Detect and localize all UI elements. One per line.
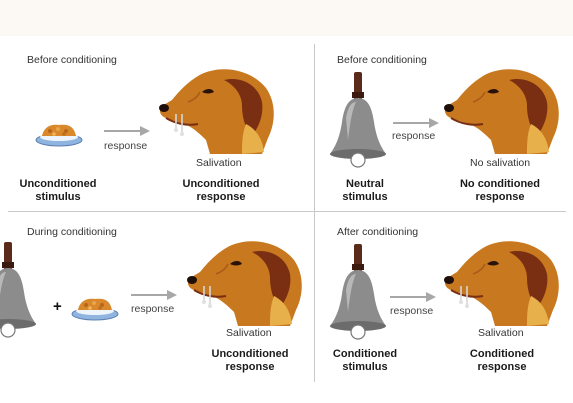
result-caption: Salivation: [226, 327, 272, 339]
stimulus-label-line-2: stimulus: [295, 191, 435, 204]
response-label-line-2: response: [430, 191, 570, 204]
result-caption: No salivation: [470, 157, 530, 169]
drool-icon: [198, 286, 218, 310]
plus-sign: +: [53, 298, 62, 315]
panel-title: During conditioning: [27, 226, 117, 238]
response-label-line-2: response: [432, 361, 572, 374]
bell-icon: [328, 70, 388, 170]
bell-icon: [328, 242, 388, 342]
response-label-line-1: No conditioned: [430, 178, 570, 191]
stimulus-label-line-2: stimulus: [295, 361, 435, 374]
arrow-label: response: [390, 305, 433, 317]
arrow-label: response: [392, 130, 435, 142]
response-label-line-1: Unconditioned: [151, 178, 291, 191]
panel-title: Before conditioning: [27, 54, 117, 66]
response-label: Unconditioned response: [151, 178, 291, 204]
horizontal-divider: [8, 211, 566, 212]
stimulus-label: Conditioned stimulus: [295, 348, 435, 374]
response-label-line-2: response: [151, 191, 291, 204]
dog-head-icon: [186, 238, 306, 328]
arrow-label: response: [104, 140, 147, 152]
stimulus-label: Unconditioned stimulus: [0, 178, 128, 204]
result-caption: Salivation: [196, 157, 242, 169]
stimulus-label-line-2: stimulus: [0, 191, 128, 204]
panel-title: After conditioning: [337, 226, 418, 238]
dog-head-icon: [443, 66, 563, 156]
stimulus-label: Neutral stimulus: [295, 178, 435, 204]
top-band: [0, 0, 573, 36]
food-bowl-icon: [34, 122, 84, 148]
response-label: No conditioned response: [430, 178, 570, 204]
arrow-icon: [390, 292, 436, 302]
result-caption: Salivation: [478, 327, 524, 339]
dog-head-icon: [443, 238, 563, 328]
stimulus-label-line-1: Neutral: [295, 178, 435, 191]
response-label: Conditioned response: [432, 348, 572, 374]
food-bowl-icon: [70, 296, 120, 322]
panel-title: Before conditioning: [337, 54, 427, 66]
bell-icon: [0, 240, 38, 340]
stimulus-label-line-1: Conditioned: [295, 348, 435, 361]
arrow-icon: [393, 118, 439, 128]
response-label-line-1: Conditioned: [432, 348, 572, 361]
stimulus-label-line-1: Unconditioned: [0, 178, 128, 191]
arrow-icon: [104, 126, 150, 136]
drool-icon: [455, 286, 475, 310]
arrow-icon: [131, 290, 177, 300]
dog-head-icon: [158, 66, 278, 156]
drool-icon: [170, 114, 190, 138]
arrow-label: response: [131, 303, 174, 315]
vertical-divider: [314, 44, 315, 382]
